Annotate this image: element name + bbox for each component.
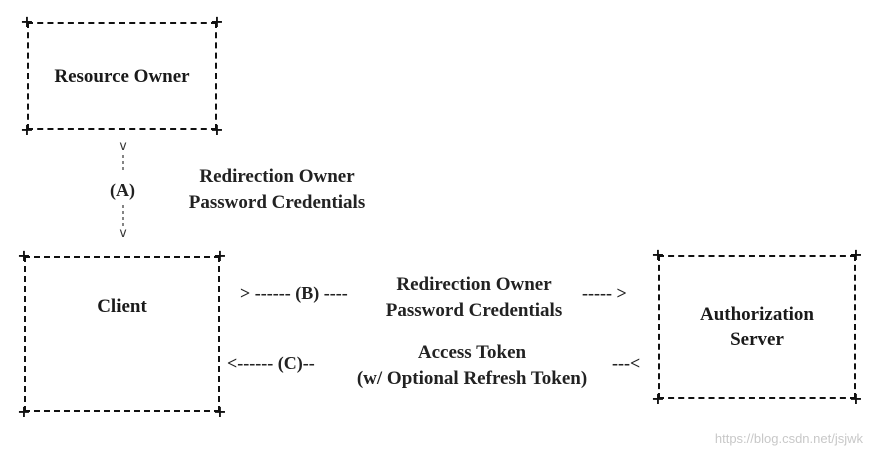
flow-b-text-line2: Password Credentials (385, 300, 563, 321)
corner-plus-icon: + (20, 120, 34, 139)
flow-a-text-line1: Redirection Owner (199, 166, 355, 187)
corner-plus-icon: + (849, 389, 863, 408)
client-label: Client (97, 296, 147, 317)
corner-plus-icon: + (651, 389, 665, 408)
authorization-server-label-line1: Authorization (700, 304, 814, 325)
flow-a-text-line2: Password Credentials (188, 192, 366, 213)
flow-a-arrow-bottom: v (119, 226, 127, 241)
resource-owner-box: Resource Owner (27, 22, 217, 130)
watermark: https://blog.csdn.net/jsjwk (714, 431, 863, 446)
flow-a-arrow-top: v (119, 139, 127, 154)
corner-plus-icon: + (210, 12, 224, 31)
corner-plus-icon: + (17, 246, 31, 265)
corner-plus-icon: + (651, 245, 665, 264)
authorization-server-label-line2: Server (730, 329, 784, 350)
authorization-server-box: Authorization Server (658, 255, 856, 399)
corner-plus-icon: + (213, 402, 227, 421)
client-box: Client (24, 256, 220, 412)
corner-plus-icon: + (849, 245, 863, 264)
flow-b-text-line1: Redirection Owner (396, 274, 552, 295)
corner-plus-icon: + (17, 402, 31, 421)
flow-c-text-line1: Access Token (417, 342, 527, 363)
flow-c-arrow-left: <------ (C)-- (227, 353, 315, 373)
resource-owner-label: Resource Owner (54, 65, 190, 87)
flow-b-arrow-right: ----- > (582, 283, 627, 303)
corner-plus-icon: + (213, 246, 227, 265)
flow-c-text-line2: (w/ Optional Refresh Token) (356, 368, 588, 389)
corner-plus-icon: + (210, 120, 224, 139)
flow-a-label: (A) (110, 180, 135, 200)
flow-c-arrow-right: ---< (612, 353, 641, 373)
flow-b-arrow-left: > ------ (B) ---- (240, 283, 348, 303)
corner-plus-icon: + (20, 12, 34, 31)
